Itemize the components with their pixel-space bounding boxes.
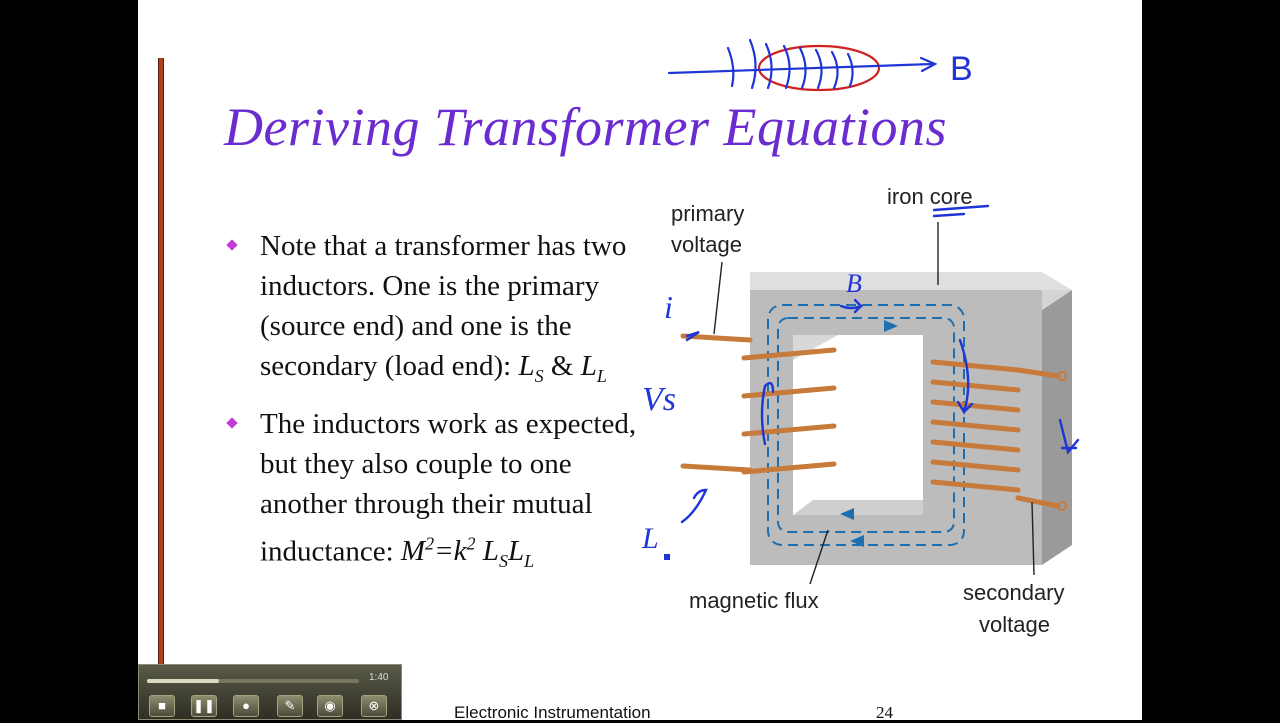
bullet-text-1: Note that a transformer has two inductor… — [260, 230, 627, 382]
secondary-voltage-label-line2: voltage — [979, 612, 1050, 637]
secondary-terminal-top — [1057, 371, 1067, 381]
solenoid-sketch — [667, 38, 938, 92]
core-side-face — [1042, 290, 1072, 565]
hand-vl-mark — [1058, 418, 1080, 455]
slide-edge-bar — [158, 58, 164, 720]
mic-button[interactable]: ● — [233, 695, 259, 717]
inductor-ll: LL — [580, 350, 607, 386]
secondary-terminal-bottom — [1057, 501, 1067, 511]
media-player-controls: 1:40 ■ ❚❚ ● ✎ ◉ ⊗ — [138, 664, 402, 720]
footer-title: Electronic Instrumentation — [454, 703, 651, 722]
mutual-inductance-equation: M2=k2 LSLL — [400, 533, 535, 572]
flux-path-inner — [777, 317, 955, 533]
inductor-ls: LS — [518, 350, 544, 386]
hand-vs-label: Vs — [642, 381, 676, 418]
bullet-list: Note that a transformer has two inductor… — [224, 226, 644, 589]
core-top-face — [750, 272, 1072, 290]
hand-b-core-label: B — [846, 269, 862, 298]
hand-arrow-bottom — [680, 488, 708, 524]
playback-time: 1:40 — [369, 672, 389, 683]
flux-arrow-top — [884, 320, 898, 332]
flux-path-outer — [767, 304, 965, 546]
pen-icon: ✎ — [284, 698, 296, 713]
close-icon: ⊗ — [368, 698, 380, 713]
slide: Deriving Transformer Equations Note that… — [138, 0, 1142, 720]
seek-bar[interactable] — [147, 679, 359, 683]
stop-icon: ■ — [158, 698, 166, 713]
primary-voltage-label-line2: voltage — [671, 232, 742, 257]
slide-title: Deriving Transformer Equations — [224, 97, 948, 157]
flux-arrow-bottom — [840, 508, 854, 520]
hand-arrow-core — [839, 298, 864, 314]
iron-core-label: iron core — [887, 184, 973, 209]
stop-button[interactable]: ■ — [149, 695, 175, 717]
webcam-button[interactable]: ◉ — [317, 695, 343, 717]
pen-button[interactable]: ✎ — [277, 695, 303, 717]
magnetic-flux-label: magnetic flux — [689, 588, 819, 613]
webcam-icon: ◉ — [324, 698, 336, 713]
hand-arrow-primary — [760, 381, 775, 446]
hand-i-label: i — [664, 289, 673, 325]
primary-voltage-label-line1: primary — [671, 201, 744, 226]
primary-coil — [680, 333, 837, 475]
core-front-face — [750, 290, 1042, 565]
bullet-item-1: Note that a transformer has two inductor… — [224, 226, 644, 396]
close-button[interactable]: ⊗ — [361, 695, 387, 717]
seek-bar-progress — [147, 679, 220, 683]
footer-page-number: 24 — [876, 703, 893, 722]
microphone-icon: ● — [242, 698, 250, 713]
diamond-bullet-icon — [226, 239, 238, 251]
diamond-bullet-icon — [226, 417, 238, 429]
secondary-coil — [930, 359, 1061, 509]
pause-icon: ❚❚ — [193, 698, 215, 713]
pause-button[interactable]: ❚❚ — [191, 695, 217, 717]
bullet-text-2: The inductors work as expected, but they… — [260, 407, 637, 568]
hand-b-top-label: B — [950, 50, 973, 88]
secondary-voltage-label-line1: secondary — [963, 580, 1065, 605]
bullet-item-2: The inductors work as expected, but they… — [224, 404, 644, 581]
hand-arrow-secondary — [956, 338, 974, 415]
